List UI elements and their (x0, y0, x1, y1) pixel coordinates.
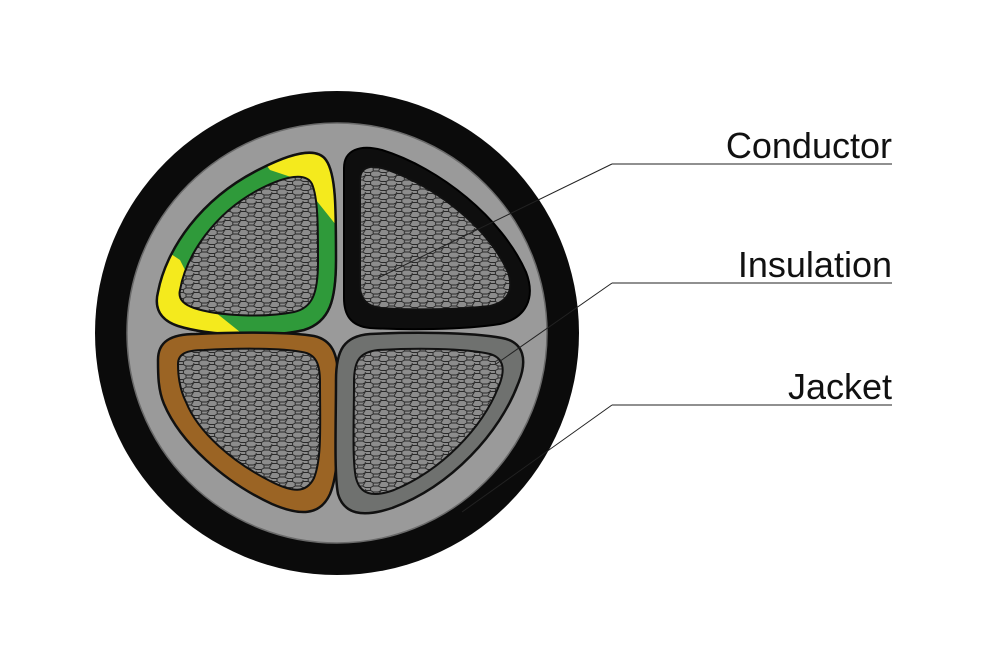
label-insulation: Insulation (738, 244, 892, 285)
core-earth (155, 151, 338, 337)
callout-leaders (377, 163, 892, 513)
leader-insulation-diagonal (495, 282, 613, 365)
label-conductor: Conductor (726, 125, 892, 166)
label-jacket: Jacket (788, 366, 892, 407)
inner-sheath-edge (126, 122, 548, 544)
leader-jacket-diagonal (461, 404, 613, 513)
leader-conductor-diagonal (377, 163, 613, 279)
